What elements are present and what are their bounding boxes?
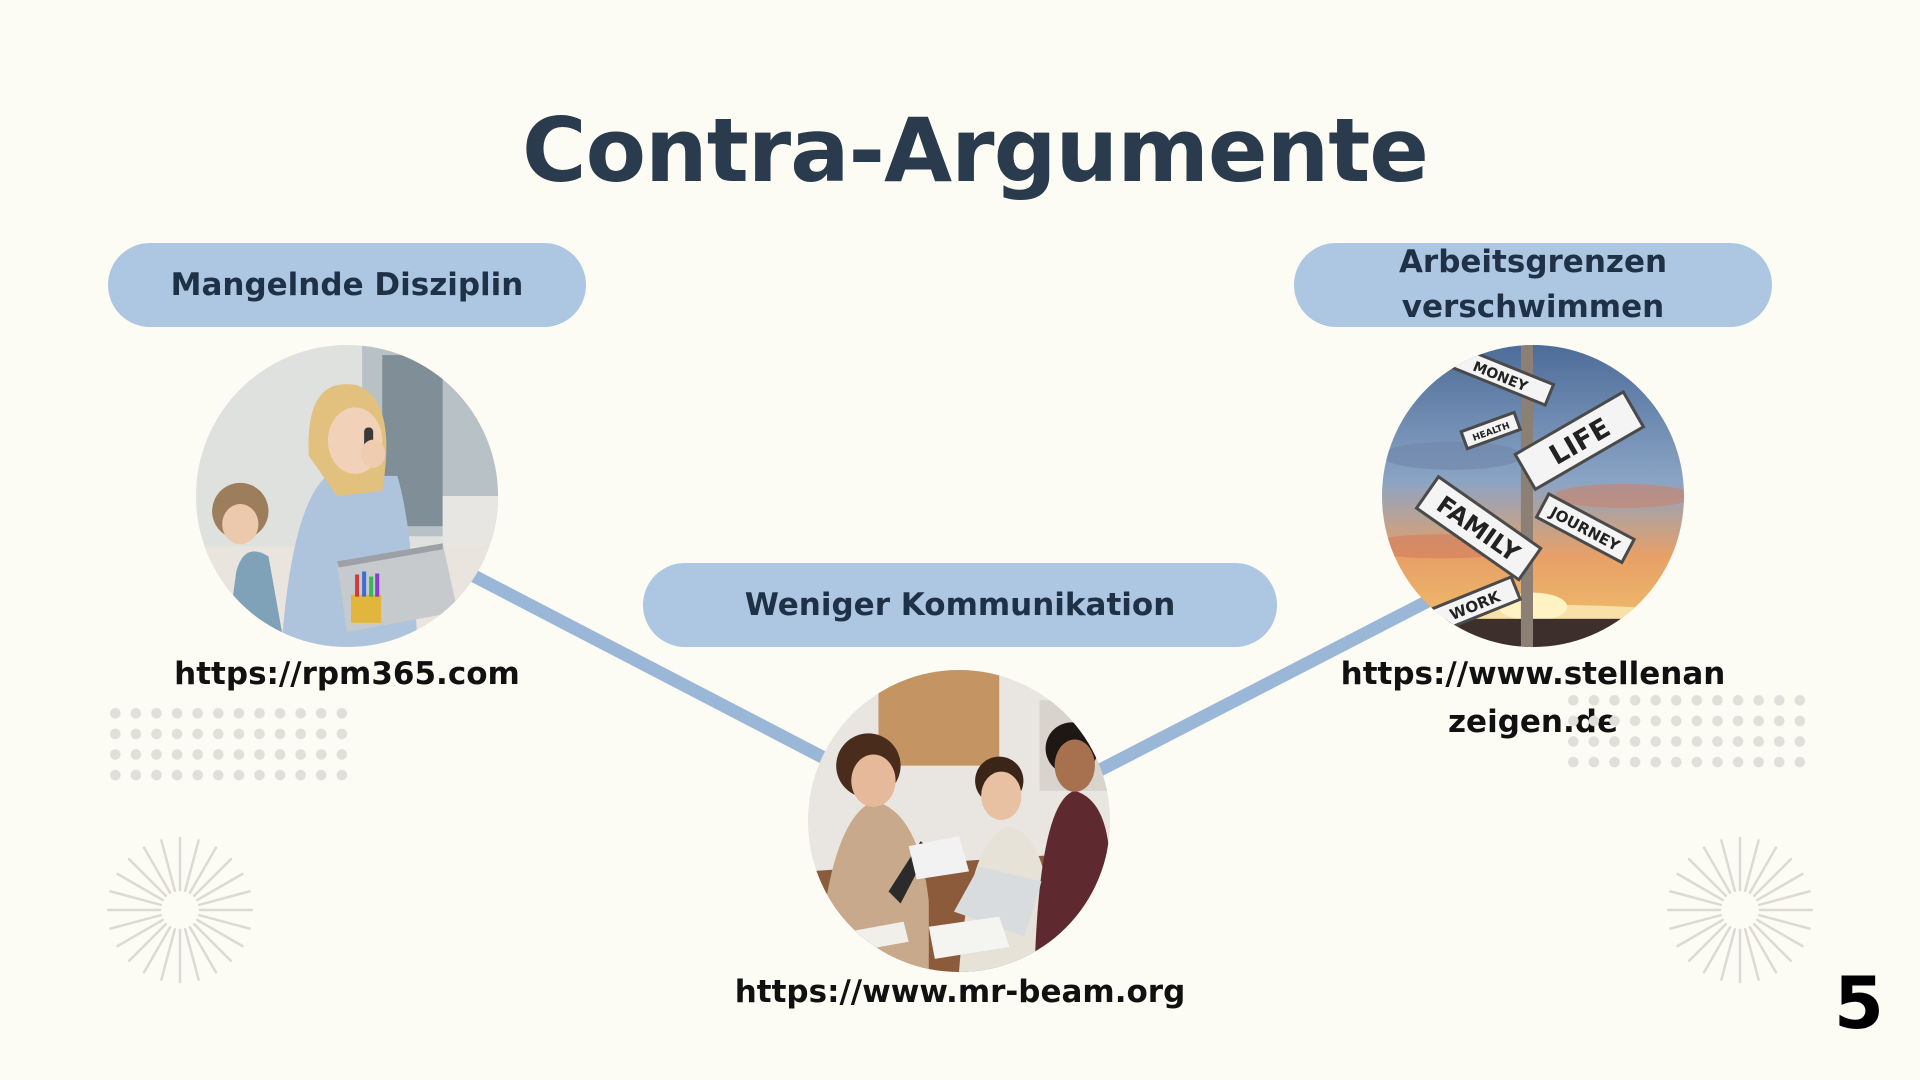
starburst-ray — [198, 890, 251, 907]
starburst-ray — [183, 928, 200, 981]
starburst-ray — [160, 839, 177, 892]
argument-label-communication: Weniger Kommunikation — [643, 563, 1277, 647]
starburst-ray — [1676, 872, 1724, 902]
starburst-ray — [1748, 846, 1778, 894]
decorative-dot-grid — [1563, 690, 1807, 770]
starburst-ray — [192, 922, 233, 963]
starburst-ray — [1720, 928, 1737, 981]
starburst-ray — [183, 839, 200, 892]
starburst-ray — [109, 890, 162, 907]
starburst-ray — [1756, 872, 1804, 902]
starburst-ray — [1756, 918, 1804, 948]
signpost-sunset-photo: MONEY HEALTH LIFE FAMILY JOURNEY — [1382, 345, 1684, 647]
starburst-ray — [1669, 890, 1722, 907]
starburst-ray — [188, 926, 218, 974]
starburst-ray — [127, 922, 168, 963]
starburst-ray — [196, 918, 244, 948]
starburst-ray — [160, 928, 177, 981]
starburst-ray — [142, 846, 172, 894]
slide-title: Contra-Argumente — [522, 99, 1429, 202]
decorative-dot-grid — [105, 703, 349, 783]
decorative-starburst-icon — [1666, 836, 1814, 984]
starburst-ray — [188, 846, 218, 894]
starburst-ray — [196, 872, 244, 902]
starburst-ray — [1702, 846, 1732, 894]
starburst-ray — [142, 926, 172, 974]
starburst-ray — [1687, 922, 1728, 963]
starburst-ray — [1669, 913, 1722, 930]
connector-right — [1093, 593, 1437, 777]
argument-label-text: Weniger Kommunikation — [744, 586, 1176, 623]
source-url-communication: https://www.mr-beam.org — [734, 974, 1186, 1010]
starburst-ray — [116, 918, 164, 948]
starburst-ray — [1743, 839, 1760, 892]
woman-working-laptop-with-child-photo — [196, 345, 498, 647]
starburst-ray — [198, 913, 251, 930]
argument-label-discipline: Mangelnde Disziplin — [108, 243, 586, 327]
starburst-ray — [1752, 922, 1793, 963]
team-meeting-table-photo — [808, 670, 1110, 972]
argument-label-text: Mangelnde Disziplin — [170, 266, 524, 303]
starburst-ray — [109, 913, 162, 930]
starburst-ray — [1743, 928, 1760, 981]
starburst-ray — [1687, 857, 1728, 898]
starburst-ray — [116, 872, 164, 902]
starburst-ray — [1720, 839, 1737, 892]
decorative-starburst-icon — [106, 836, 254, 984]
argument-label-boundaries: Arbeitsgrenzen verschwimmen — [1294, 243, 1772, 327]
starburst-ray — [1676, 918, 1724, 948]
connector-left — [465, 568, 835, 767]
starburst-ray — [1758, 913, 1811, 930]
source-url-discipline: https://rpm365.com — [174, 656, 520, 692]
page-number: 5 — [1833, 961, 1884, 1045]
starburst-ray — [127, 857, 168, 898]
argument-label-text: Arbeitsgrenzen verschwimmen — [1398, 244, 1668, 325]
starburst-ray — [1748, 926, 1778, 974]
starburst-ray — [1758, 890, 1811, 907]
starburst-ray — [1752, 857, 1793, 898]
starburst-ray — [192, 857, 233, 898]
starburst-ray — [1702, 926, 1732, 974]
